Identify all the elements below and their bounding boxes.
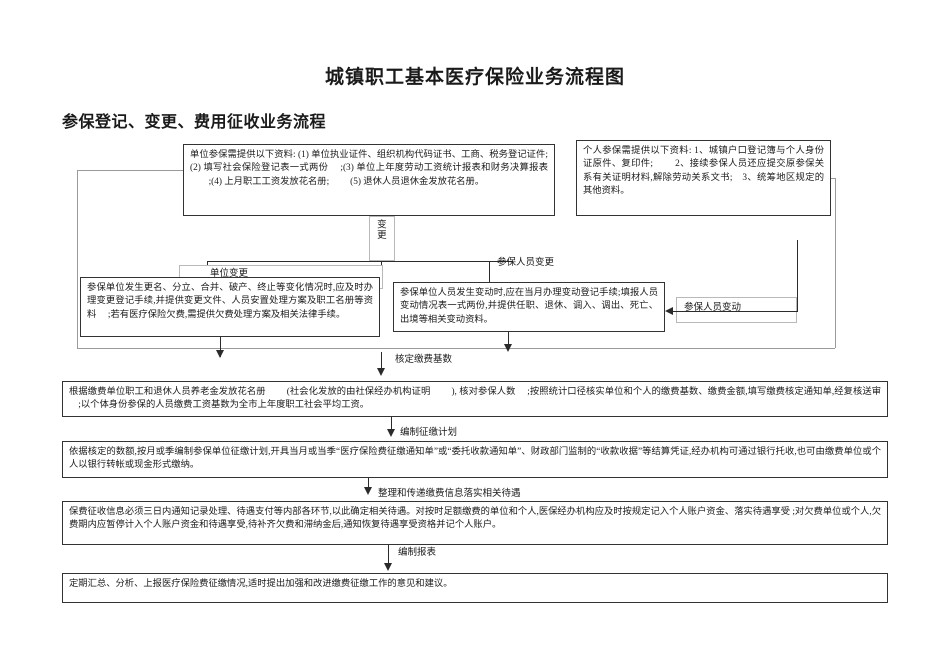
person-change-label: 参保人员变更 <box>497 258 555 268</box>
frame-right-edge <box>835 178 836 348</box>
person-movement-box <box>676 297 797 323</box>
verify-base-line <box>381 352 382 374</box>
person-change-arrow-line <box>489 261 490 288</box>
movement-arrow-head <box>665 307 673 315</box>
verify-base-label: 核定缴费基数 <box>395 355 453 365</box>
report-arrow-head <box>384 563 392 571</box>
person-movement-label: 参保人员变动 <box>684 303 742 313</box>
page-subtitle: 参保登记、变更、费用征收业务流程 <box>62 114 327 131</box>
transfer-info-label: 整理和传递缴费信息落实相关待遇 <box>378 489 521 499</box>
verify-base-arrow-head <box>377 368 385 376</box>
page-title: 城镇职工基本医疗保险业务流程图 <box>324 67 625 88</box>
personal-requirements-box: 个人参保需提供以下资料: 1、城镇户口登记簿与个人身份证原件、复印件; 2、接续… <box>576 140 831 216</box>
transfer-detail-box: 保费征收信息必须三日内通知记录处理、待遇支付等内部各环节,以此确定相关待遇。对按… <box>62 501 888 545</box>
frame-top-right-connector <box>831 178 836 179</box>
left-col-arrow-head <box>216 350 224 358</box>
plan-line <box>391 417 392 435</box>
unit-change-label: 单位变更 <box>210 269 249 279</box>
mid-col-arrow-head <box>504 344 512 352</box>
change-bus-right <box>381 261 513 262</box>
unit-requirements-box: 单位参保需提供以下资料: (1) 单位执业证件、组织机构代码证书、工商、税务登记… <box>183 144 578 216</box>
report-line <box>388 545 389 569</box>
plan-detail-box: 依据核定的数额,按月或季编制参保单位征缴计划,开具当月或当季“医疗保险费征缴通知… <box>62 441 888 478</box>
frame-left-edge <box>77 170 78 348</box>
movement-feed-vertical <box>797 240 798 312</box>
movement-connector-line <box>673 311 798 312</box>
frame-bottom-edge <box>77 348 835 349</box>
make-report-label: 编制报表 <box>398 548 437 558</box>
transfer-arrow-head <box>364 487 372 495</box>
transfer-line <box>368 478 369 493</box>
report-detail-box: 定期汇总、分析、上报医疗保险费征缴情况,适时提出加强和改进缴费征缴工作的意见和建… <box>62 573 888 603</box>
frame-top-left-connector <box>77 170 183 171</box>
change-label: 变更 <box>374 219 385 240</box>
mid-col-down-line <box>508 332 509 350</box>
plan-arrow-head <box>387 429 395 437</box>
change-bus-left <box>207 261 382 262</box>
left-col-down-line <box>220 337 221 357</box>
person-change-detail-box: 参保单位人员发生变动时,应在当月办理变动登记手续;填报人员变动情况表一式两份,并… <box>393 282 665 332</box>
unit-change-detail-box: 参保单位发生更名、分立、合并、破产、终止等变化情况时,应及时办理变更登记手续,并… <box>80 277 380 337</box>
change-label-box: 变更 <box>369 216 395 261</box>
verify-base-detail-box: 根据缴费单位职工和退休人员养老金发放花名册 (社会化发放的由社保经办机构证明 )… <box>62 381 888 417</box>
make-plan-label: 编制征缴计划 <box>400 428 458 438</box>
